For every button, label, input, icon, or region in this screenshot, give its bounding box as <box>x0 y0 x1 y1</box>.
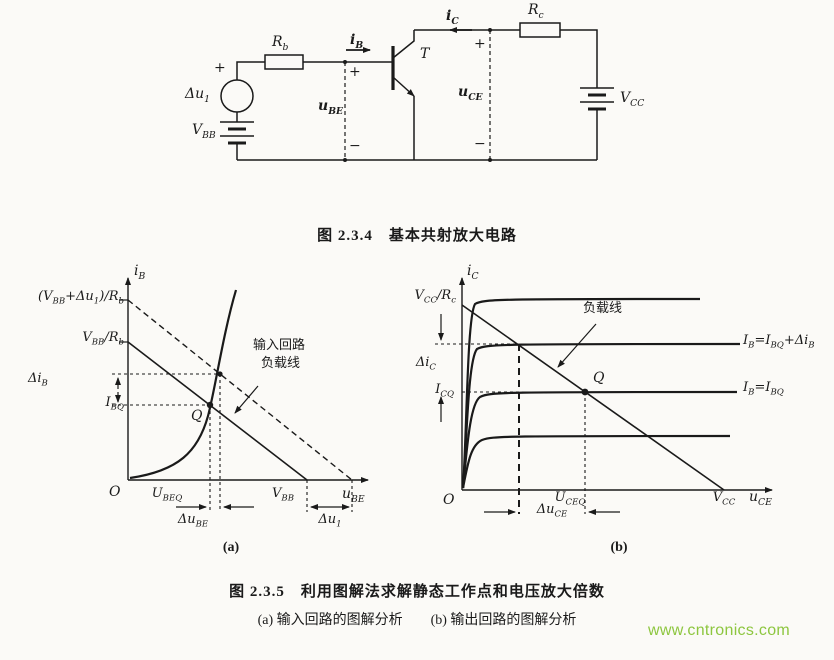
uce-plus-sign: + <box>474 36 486 52</box>
ube-plus-sign: + <box>349 64 361 80</box>
graph-a-vbb-tick-label: VBB <box>272 486 294 504</box>
ube-minus-sign: − <box>349 138 361 154</box>
ib-label: iB <box>350 32 364 51</box>
loadline-leader-arrow <box>557 323 597 368</box>
graph-b-tag: (b) <box>610 540 628 555</box>
output-curve-2 <box>461 342 741 489</box>
output-loadline-note: 负载线 <box>583 300 623 315</box>
graph-b-y-axis-label: iC <box>467 263 479 282</box>
q-point-dot-b <box>581 388 589 396</box>
delta-uce-label: ΔuCE <box>536 502 568 520</box>
uceq-label: UCEQ <box>554 490 586 508</box>
uce-label: uCE <box>458 84 483 103</box>
graph-a-origin-label: O <box>109 484 121 500</box>
icq-label: ICQ <box>435 382 454 400</box>
graph-a-plot <box>112 277 369 512</box>
graph-a-y-axis-label: iB <box>134 263 146 282</box>
graph-b-vcc-tick-label: VCC <box>712 490 736 508</box>
curve-label-ibq-plus-dib: IB=IBQ+ΔiB <box>743 333 815 351</box>
delta-u1-label: Δu1 <box>185 86 211 105</box>
delta-ube-label: ΔuBE <box>177 512 209 530</box>
graph-b-x-axis-label: uCE <box>749 489 772 508</box>
battery-vcc <box>580 87 614 111</box>
upper-intersection-dot <box>217 371 223 377</box>
vcc-rc-intercept-label: VCC/Rc <box>414 288 456 306</box>
ibq-label: IBQ <box>105 395 124 413</box>
graph-a-upper-intercept-label: (VBB+Δu1)/Rb <box>38 289 124 307</box>
delta-ic-label: ΔiC <box>415 355 436 373</box>
wire-top-right <box>560 29 598 88</box>
transistor-label: T <box>420 46 430 62</box>
node-dots <box>343 28 492 162</box>
figure-2-3-4-caption: 图 2.3.4 基本共射放大电路 <box>317 228 517 244</box>
delta-ib-label: ΔiB <box>28 371 48 389</box>
figure-2-3-5-caption: 图 2.3.5 利用图解法求解静态工作点和电压放大倍数 <box>229 584 605 600</box>
source-plus-sign: + <box>214 60 226 76</box>
input-characteristic-curve <box>129 289 238 480</box>
ac-source-symbol <box>220 79 254 113</box>
figure-2-3-5-subcaption: (a) 输入回路的图解分析 (b) 输出回路的图解分析 <box>257 613 577 628</box>
note-leader-arrow <box>234 385 259 414</box>
curve-label-ibq: IB=IBQ <box>743 380 784 398</box>
graph-b-q-label: Q <box>593 370 605 386</box>
vbb-label: VBB <box>192 122 216 141</box>
load-line-solid <box>127 341 308 481</box>
output-curve-4 <box>461 434 731 489</box>
battery-vbb <box>220 121 254 145</box>
graph-a-q-label: Q <box>191 408 203 424</box>
ubeq-label: UBEQ <box>151 486 183 504</box>
rc-label: Rc <box>528 2 544 21</box>
ic-label: iC <box>446 8 459 27</box>
resistor-rc <box>519 22 561 38</box>
graph-a-lower-intercept-label: VBB/Rb <box>82 330 124 348</box>
graph-a-tag: (a) <box>222 540 240 555</box>
graph-a-x-axis-label: uBE <box>342 486 365 505</box>
uce-minus-sign: − <box>474 136 486 152</box>
output-load-line <box>461 304 725 491</box>
load-line-dashed <box>127 299 353 481</box>
wire-top-left <box>236 61 265 80</box>
transistor-collector <box>392 30 415 59</box>
output-curve-1 <box>461 297 701 489</box>
graph-a-delta-u1-label: Δu1 <box>318 512 342 530</box>
rb-label: Rb <box>272 34 289 53</box>
input-loadline-note-line1: 输入回路 <box>253 337 306 352</box>
vcc-label: VCC <box>620 90 645 109</box>
q-point-dot <box>206 401 214 409</box>
resistor-rb <box>264 54 304 70</box>
graph-b-plot <box>435 277 773 515</box>
site-watermark: www.cntronics.com <box>648 622 791 639</box>
input-loadline-note-line2: 负载线 <box>261 355 301 370</box>
circuit-schematic <box>220 22 614 162</box>
ube-label: uBE <box>318 98 344 117</box>
graph-b-origin-label: O <box>443 492 455 508</box>
output-curve-3 <box>461 390 738 489</box>
transistor-emitter <box>392 76 415 97</box>
